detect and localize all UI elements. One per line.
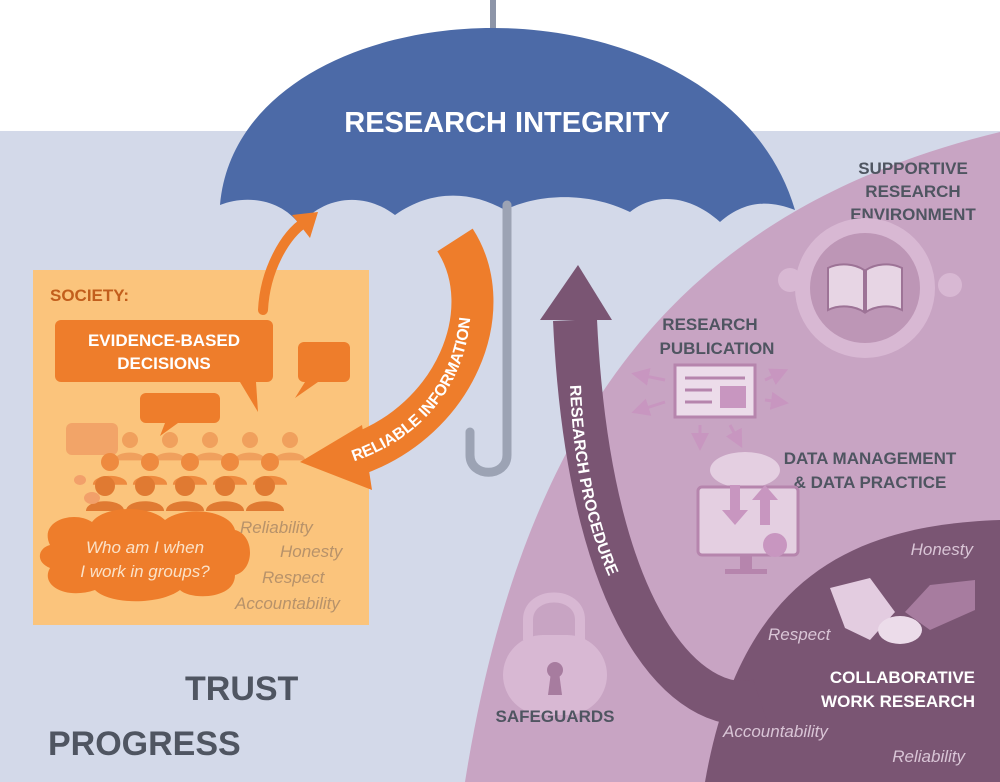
- person-head: [255, 476, 275, 496]
- research-procedure-arrowhead: [540, 265, 612, 320]
- person-body: [206, 501, 244, 511]
- value-honesty: Honesty: [280, 542, 344, 561]
- person-head: [141, 453, 159, 471]
- person-head: [261, 453, 279, 471]
- umbrella-title: RESEARCH INTEGRITY: [344, 107, 669, 139]
- person-body: [154, 452, 186, 461]
- person-head: [175, 476, 195, 496]
- person-head: [215, 476, 235, 496]
- question-line2: I work in groups?: [80, 562, 210, 581]
- trust-label: TRUST: [185, 670, 299, 708]
- research-procedure-arrow: [553, 318, 767, 725]
- person-head: [282, 432, 298, 448]
- value-accountability: Accountability: [234, 594, 341, 613]
- collaborative-line2: WORK RESEARCH: [821, 692, 975, 711]
- collab-accountability: Accountability: [722, 722, 829, 741]
- decisions-bubble: [55, 320, 273, 412]
- collaborative-region: [705, 520, 1000, 782]
- supportive-line2: RESEARCH: [865, 182, 960, 201]
- person-body: [114, 452, 146, 461]
- progress-label: PROGRESS: [48, 725, 241, 763]
- person-head: [202, 432, 218, 448]
- safeguards-label: SAFEGUARDS: [495, 707, 614, 726]
- person-head: [101, 453, 119, 471]
- data-line1: DATA MANAGEMENT: [784, 449, 957, 468]
- data-monitor-icon: [696, 452, 800, 574]
- person-head: [221, 453, 239, 471]
- person-body: [166, 501, 204, 511]
- person-head: [181, 453, 199, 471]
- value-respect: Respect: [262, 568, 326, 587]
- speech-bubbles-icon: [66, 342, 350, 455]
- decisions-line1: EVIDENCE-BASED: [88, 331, 240, 350]
- question-line1: Who am I when: [86, 538, 204, 557]
- umbrella-icon: [220, 0, 795, 477]
- value-reliability: Reliability: [240, 518, 314, 537]
- supportive-line1: SUPPORTIVE: [858, 159, 968, 178]
- collab-honesty: Honesty: [911, 540, 975, 559]
- upward-arrow-shaft: [258, 217, 310, 315]
- person-body: [126, 501, 164, 511]
- handshake-icon: [830, 578, 975, 644]
- person-body: [194, 452, 226, 461]
- person-body: [274, 452, 306, 461]
- collaborative-line1: COLLABORATIVE: [830, 668, 975, 687]
- publication-line2: PUBLICATION: [660, 339, 775, 358]
- reliable-information-arrowhead: [300, 425, 372, 490]
- person-head: [95, 476, 115, 496]
- upward-arrow-head: [292, 212, 318, 238]
- society-heading: SOCIETY:: [50, 286, 129, 305]
- person-head: [135, 476, 155, 496]
- padlock-icon: [503, 592, 607, 715]
- person-body: [246, 501, 284, 511]
- collab-respect: Respect: [768, 625, 832, 644]
- newspaper-icon: [631, 363, 789, 451]
- publication-line1: RESEARCH: [662, 315, 757, 334]
- collab-reliability: Reliability: [892, 747, 966, 766]
- open-book-icon: [778, 218, 962, 358]
- decisions-line2: DECISIONS: [117, 354, 211, 373]
- person-body: [86, 501, 124, 511]
- person-head: [242, 432, 258, 448]
- person-body: [234, 452, 266, 461]
- person-head: [162, 432, 178, 448]
- reliable-information-arrow: [347, 228, 494, 475]
- person-head: [122, 432, 138, 448]
- supportive-line3: ENVIRONMENT: [850, 205, 976, 224]
- people-group-icon: [86, 432, 306, 511]
- thought-cloud: [39, 475, 251, 602]
- data-line2: & DATA PRACTICE: [794, 473, 947, 492]
